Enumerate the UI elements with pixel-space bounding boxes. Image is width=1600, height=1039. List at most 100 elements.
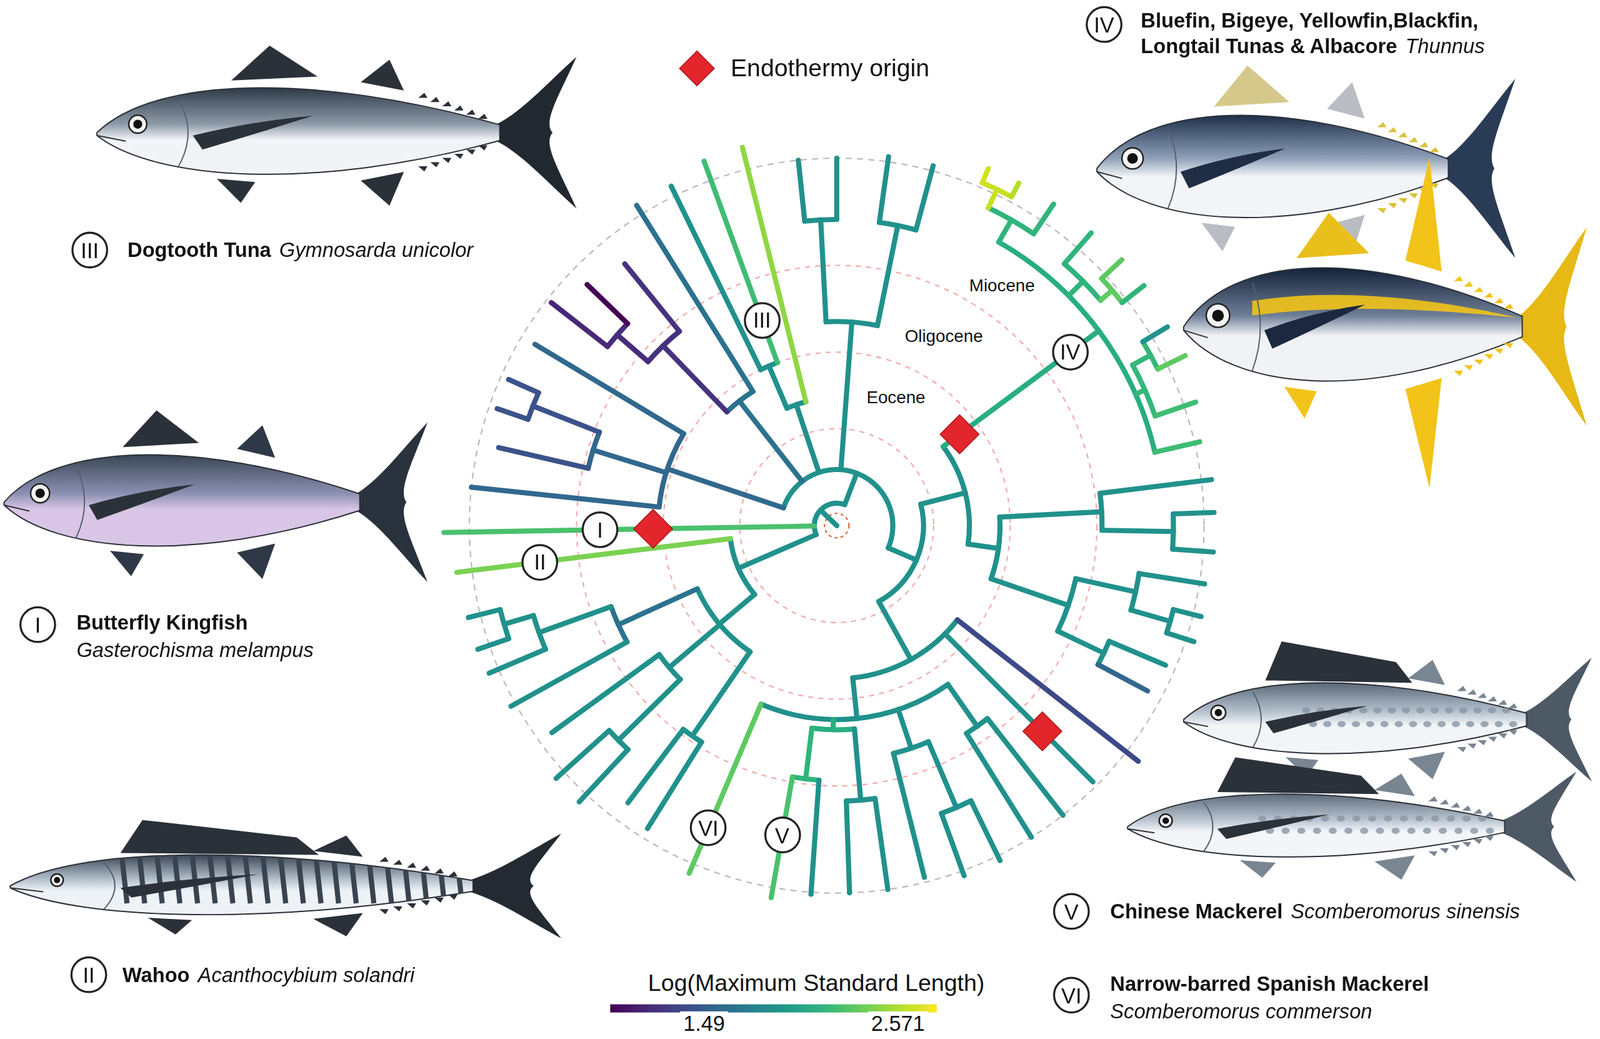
spot	[1281, 827, 1290, 834]
species-label: Narrow-barred Spanish Mackerel	[1110, 971, 1429, 997]
stripe	[314, 843, 322, 904]
finlet	[1456, 685, 1467, 691]
finlet	[1419, 141, 1429, 147]
branch	[739, 400, 803, 482]
colorbar-title: Log(Maximum Standard Length)	[645, 969, 988, 997]
mouth-line	[1183, 330, 1209, 338]
branch	[738, 534, 817, 569]
finlet	[1484, 835, 1494, 841]
legend-text: Endothermy origin	[730, 54, 930, 82]
branch	[916, 165, 934, 230]
yellow-band	[1252, 295, 1519, 319]
branch	[1131, 610, 1171, 622]
anal-fin	[236, 543, 275, 580]
common-name: Butterfly Kingfish	[76, 611, 248, 634]
endothermy-diamond	[679, 51, 715, 87]
fish-illustration	[1096, 65, 1515, 259]
callout-circle: I	[581, 511, 619, 549]
branch	[742, 147, 807, 402]
branch-arc	[726, 391, 754, 412]
branch-arc	[1131, 573, 1140, 610]
dorsal-fin	[1296, 212, 1369, 259]
finlet	[1377, 121, 1387, 127]
branch	[551, 654, 660, 733]
mouth-line	[96, 135, 126, 142]
second-dorsal-fin	[1405, 157, 1442, 272]
dorsal-fin	[1214, 65, 1290, 107]
finlet	[1494, 298, 1504, 304]
branch	[1155, 441, 1200, 453]
spot	[1360, 827, 1369, 834]
branch-arc	[852, 620, 957, 679]
spot	[1351, 720, 1360, 727]
finlet	[420, 900, 430, 905]
finlet	[418, 166, 428, 172]
spot	[1323, 720, 1332, 727]
spot	[1495, 720, 1504, 727]
finlet	[1377, 208, 1387, 214]
finlet	[1408, 136, 1419, 142]
branch-arc	[805, 219, 837, 222]
branch-arc	[786, 401, 806, 409]
branch-arc	[533, 615, 545, 650]
tail-fin	[1514, 227, 1587, 426]
common-name: Dogtooth Tuna	[127, 238, 272, 262]
fish-pupil	[133, 120, 142, 129]
second-dorsal-fin	[360, 60, 404, 91]
finlet	[430, 96, 440, 102]
finlet	[1428, 851, 1438, 857]
fish-pupil	[1215, 708, 1223, 717]
fish-eye	[1121, 147, 1144, 169]
branch-arc	[846, 798, 875, 801]
branch	[663, 345, 727, 412]
endothermy-diamond	[1023, 711, 1062, 751]
species-label: Butterfly Kingfish	[76, 610, 248, 636]
callout-number: V	[775, 824, 790, 846]
branch	[617, 335, 649, 362]
scientific-name: Scomberomorus commerson	[1110, 1000, 1372, 1023]
finlet	[1461, 841, 1472, 847]
branch	[893, 753, 925, 877]
gill-line	[1253, 691, 1262, 747]
branch	[1057, 631, 1104, 654]
legend-entry: Endothermy origin	[730, 53, 930, 84]
era-label: Oligocene	[901, 326, 987, 347]
spot	[1380, 720, 1389, 727]
callout-circle: I	[19, 606, 57, 644]
era-circle	[469, 158, 1205, 894]
branch	[928, 741, 957, 807]
species-label: Dogtooth TunaGymnosarda unicolor	[127, 237, 474, 264]
branch	[991, 578, 1069, 606]
fish-illustration	[1127, 756, 1577, 882]
phylogeny	[443, 147, 1214, 898]
callout-circle: V	[1053, 893, 1090, 930]
callout-number: II	[82, 963, 95, 985]
finlet	[393, 859, 403, 865]
finlet	[430, 161, 440, 167]
gill-line	[1252, 282, 1261, 371]
spot	[1423, 720, 1432, 727]
branch	[982, 168, 989, 184]
fish-body	[96, 87, 500, 174]
branch	[1100, 479, 1212, 494]
spot	[1466, 720, 1475, 727]
branch	[1075, 578, 1136, 592]
branch-arc	[878, 504, 924, 602]
branch	[878, 601, 911, 660]
spot	[1470, 827, 1479, 834]
stripe	[420, 843, 427, 904]
anal-fin	[313, 913, 363, 937]
finlet	[1387, 203, 1397, 209]
branch	[798, 160, 805, 221]
branch	[496, 408, 528, 420]
pelvic-fin	[110, 550, 144, 577]
spot	[1415, 815, 1424, 822]
branch-arc	[648, 331, 680, 362]
spot	[1337, 720, 1346, 727]
branch-arc	[982, 182, 1012, 197]
branch	[1157, 355, 1185, 369]
callout-number: IV	[1093, 13, 1114, 35]
callout-number: III	[753, 309, 772, 331]
spot	[1328, 827, 1337, 834]
